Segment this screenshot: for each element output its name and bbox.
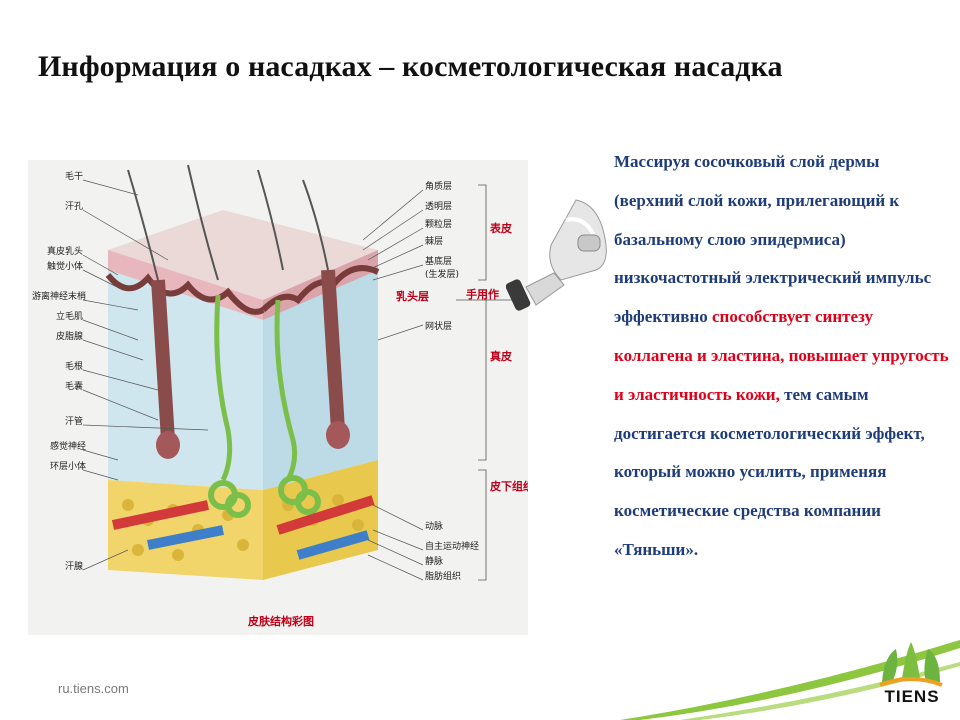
label-arrector-pili: 立毛肌: [56, 310, 83, 322]
label-autonomic-nerve: 自主运动神经: [425, 540, 479, 552]
diagram-caption: 皮肤结构彩图: [247, 614, 314, 628]
description-text: Массируя сосочковый слой дермы (верхний …: [614, 143, 949, 570]
page-title: Информация о насадках – косметологическа…: [38, 50, 783, 83]
label-free-nerve-ending: 游离神经末梢: [32, 290, 86, 302]
label-stratum-corneum: 角质层: [425, 180, 452, 192]
label-pore: 汗孔: [65, 200, 83, 212]
label-stratum-spinosum: 棘层: [425, 236, 443, 247]
tiens-logo-text: TIENS: [884, 687, 940, 706]
label-stratum-lucidum: 透明层: [425, 201, 452, 212]
description-part-1: Массируя сосочковый слой дермы (верхний …: [614, 152, 932, 327]
label-reticular-layer: 网状层: [425, 320, 452, 332]
label-dermal-papilla: 真皮乳头: [47, 245, 83, 257]
label-sweat-duct: 汗管: [65, 415, 83, 427]
label-stratum-basale: 基底层: [425, 255, 452, 267]
cosmetic-nozzle-image: [506, 199, 607, 311]
label-stratum-granulosum: 颗粒层: [425, 218, 452, 230]
label-dermis: 真皮: [490, 349, 512, 363]
label-subcutaneous: 皮下组织: [489, 479, 528, 493]
label-artery: 动脉: [425, 520, 443, 532]
label-papillary-layer: 乳头层: [396, 289, 429, 303]
label-sebaceous-gland: 皮脂腺: [56, 330, 83, 342]
label-tactile-corpuscle: 触觉小体: [47, 260, 83, 272]
tiens-logo-icon: [879, 642, 943, 687]
label-sensory-nerve: 感觉神经: [50, 440, 86, 452]
description-highlight: способствует синтезу коллагена и эластин…: [614, 307, 949, 404]
label-adipose-tissue: 脂肪组织: [425, 570, 461, 582]
footer-url[interactable]: ru.tiens.com: [58, 681, 129, 696]
label-action: 手用作: [466, 287, 499, 301]
label-sweat-gland: 汗腺: [65, 560, 83, 572]
label-hair-follicle: 毛囊: [65, 380, 83, 392]
description-part-2: тем самым достигается косметологический …: [614, 384, 925, 559]
label-hair-shaft: 毛干: [65, 170, 83, 182]
green-swoosh: [620, 640, 960, 720]
label-vein: 静脉: [425, 555, 443, 567]
label-hair-root: 毛根: [65, 360, 83, 372]
label-epidermis: 表皮: [489, 221, 512, 235]
label-lamellar-corpuscle: 环层小体: [50, 460, 86, 472]
label-germinative: (生发层): [425, 268, 459, 280]
skin-structure-diagram: 毛干 汗孔 真皮乳头 触觉小体 游离神经末梢 立毛肌 皮脂腺 毛根 毛囊 汗管 …: [28, 160, 528, 635]
